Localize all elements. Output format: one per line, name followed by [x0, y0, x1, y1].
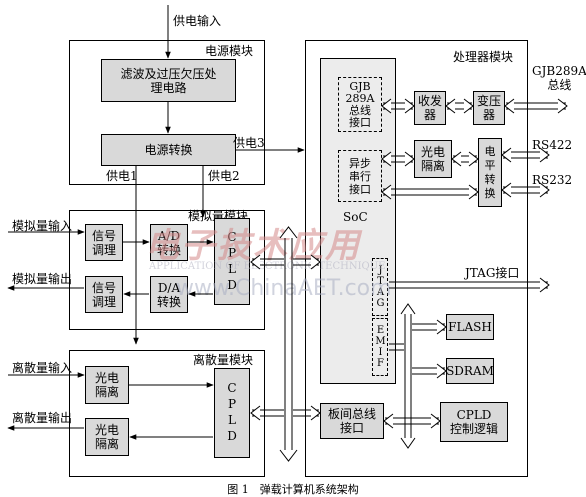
sdram-block: SDRAM: [446, 358, 494, 384]
supply1-label: 供电1: [106, 169, 138, 183]
emif-block: EMIF: [372, 318, 388, 376]
flash-block: FLASH: [446, 314, 494, 340]
power-conversion-block: 电源转换: [101, 134, 236, 166]
da-converter-block: D/A 转换: [150, 276, 188, 313]
discrete-input-label: 离散量输入: [12, 361, 73, 375]
discrete-module-title: 离散量模块: [193, 353, 254, 367]
jtag-block: JTAG: [372, 258, 388, 316]
rs232-label: RS232: [532, 173, 573, 187]
board-bus-interface-block: 板间总线 接口: [320, 403, 384, 439]
opto-isolation-out-block: 光电 隔离: [85, 418, 129, 456]
analog-cpld-block: CPLD: [214, 218, 250, 305]
gjb289a-bus-label: GJB289A 总线: [532, 64, 586, 92]
signal-conditioning-out-block: 信号 调理: [85, 276, 123, 313]
supply2-label: 供电2: [208, 169, 240, 183]
figure-caption: 图 1 弹载计算机系统架构: [227, 483, 359, 496]
level-converter-block: 电 平 转 换: [478, 138, 502, 207]
power-input-label: 供电输入: [173, 14, 222, 28]
supply3-label: 供电3: [233, 136, 265, 150]
rs422-label: RS422: [532, 138, 573, 152]
filter-protection-block: 滤波及过压欠压处 理电路: [101, 59, 236, 102]
analog-output-label: 模拟量输出: [12, 272, 73, 286]
cpld-control-logic-block: CPLD 控制逻辑: [440, 402, 508, 442]
processor-module-title: 处理器模块: [453, 50, 514, 64]
ad-converter-block: A/D 转换: [150, 224, 188, 261]
discrete-output-label: 离散量输出: [12, 411, 73, 425]
transceiver-block: 收发 器: [414, 91, 446, 125]
analog-input-label: 模拟量输入: [12, 219, 73, 233]
discrete-cpld-block: CPLD: [214, 368, 250, 458]
async-serial-interface-block: 异步 串行 接口: [338, 150, 382, 202]
signal-conditioning-in-block: 信号 调理: [85, 224, 123, 261]
soc-label: SoC: [343, 210, 368, 224]
watermark-url: www.ChinaAET.com: [176, 276, 392, 301]
watermark-en: APPLICATION OF ELECTRONIC TECHNIQUE: [149, 261, 386, 272]
power-module-title: 电源模块: [205, 44, 254, 58]
processor-opto-isolation-block: 光电 隔离: [414, 140, 452, 178]
gjb289a-interface-block: GJB 289A 总线 接口: [338, 77, 382, 132]
opto-isolation-in-block: 光电 隔离: [85, 366, 129, 404]
jtag-port-label: JTAG接口: [465, 266, 520, 280]
soc-block: [320, 58, 396, 384]
transformer-block: 变压 器: [473, 91, 505, 125]
